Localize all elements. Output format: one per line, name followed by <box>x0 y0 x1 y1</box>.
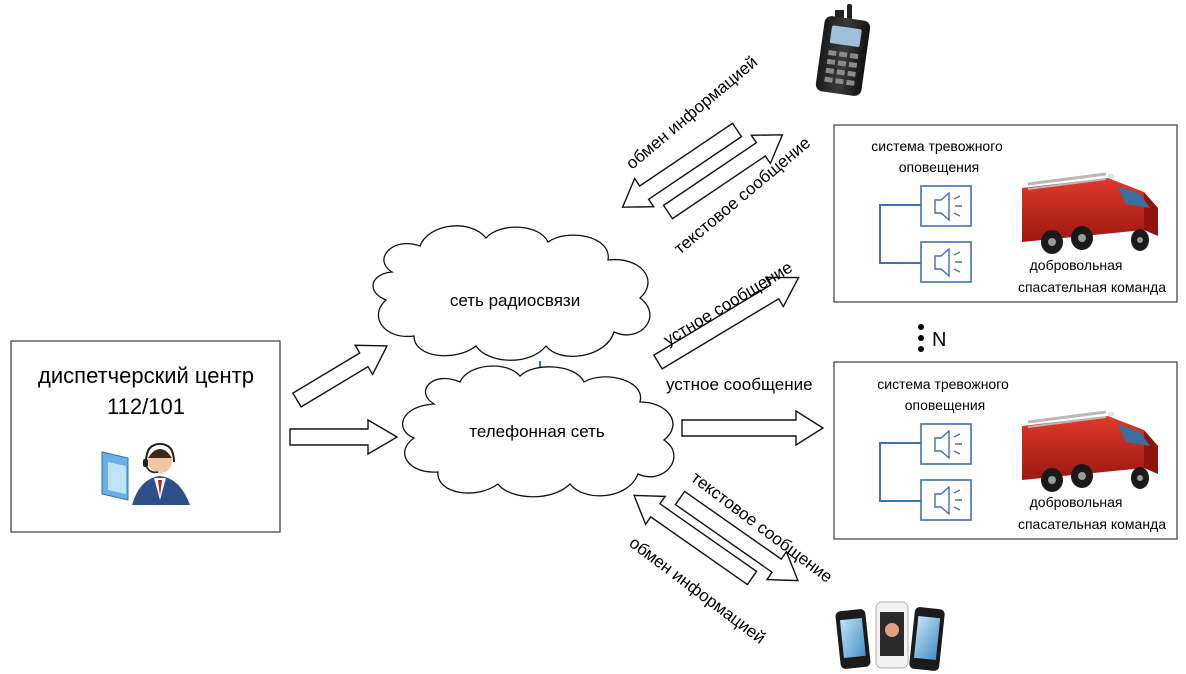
fire-truck-icon <box>1022 410 1158 492</box>
speaker-icon <box>920 479 972 521</box>
alarm-system-line1: система тревожного <box>877 376 1009 392</box>
label-voice-message-radio: устное сообщение <box>660 258 795 350</box>
arrow-dispatch-to-phone <box>289 418 399 456</box>
phone-network-cloud: телефонная сеть <box>402 365 675 498</box>
operator-headset-icon <box>101 442 190 505</box>
alarm-system-label-2: система тревожного оповещения <box>877 376 1012 413</box>
volunteer-team-line1: добровольная <box>1030 494 1123 510</box>
team-count-indicator: N <box>918 324 946 352</box>
alarm-system-line2: оповещения <box>899 159 980 175</box>
arrow-voice-message-phone <box>681 409 825 447</box>
handheld-radio-icon <box>815 4 871 96</box>
arrow-info-exchange-phone <box>632 494 758 586</box>
arrow-voice-message-radio <box>652 276 800 370</box>
arrow-text-message-phone <box>674 490 800 582</box>
volunteer-team-line2: спасательная команда <box>1018 516 1166 532</box>
alarm-system-line1: система тревожного <box>871 138 1003 154</box>
volunteer-team-box-2: система тревожного оповещения <box>833 361 1178 540</box>
speaker-icon <box>920 423 972 465</box>
speaker-icon <box>920 241 972 283</box>
arrow-dispatch-to-radio <box>291 344 389 408</box>
radio-network-cloud: сеть радиосвязи <box>372 225 651 361</box>
volunteer-team-label-2: добровольная спасательная команда <box>1018 494 1166 532</box>
volunteer-team-label-1: добровольная спасательная команда <box>1018 257 1166 295</box>
volunteer-team-line2: спасательная команда <box>1018 279 1166 295</box>
dispatch-center-number: 112/101 <box>107 394 185 419</box>
smartphones-icon <box>835 601 945 671</box>
volunteer-team-line1: добровольная <box>1030 257 1123 273</box>
alarm-system-line2: оповещения <box>905 397 986 413</box>
radio-network-label: сеть радиосвязи <box>450 291 580 310</box>
phone-network-label: телефонная сеть <box>469 422 605 441</box>
alarm-system-label-1: система тревожного оповещения <box>871 138 1006 175</box>
team-count-label: N <box>932 329 946 351</box>
label-voice-message-phone: устное сообщение <box>666 375 813 394</box>
dispatch-center: диспетчерский центр 112/101 <box>10 340 281 533</box>
arrow-text-message-radio <box>662 134 784 220</box>
arrow-info-exchange-radio <box>621 122 743 208</box>
speaker-icon <box>920 185 972 227</box>
fire-truck-icon <box>1022 172 1158 254</box>
dispatch-center-title: диспетчерский центр <box>38 363 254 388</box>
volunteer-team-box-1: система тревожного оповещения <box>833 124 1178 303</box>
